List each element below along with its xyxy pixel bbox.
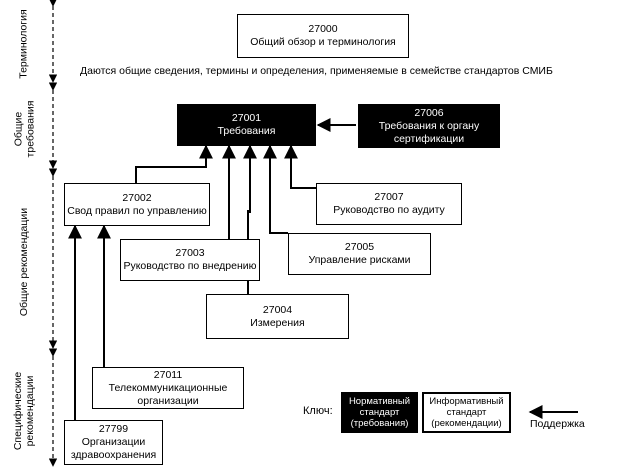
box-27004: 27004 Измерения [206, 294, 349, 339]
box-27002-number: 27002 [122, 191, 152, 204]
key-normative-line-1: Нормативный [348, 396, 411, 407]
box-27011: 27011 Телекоммуникационные организации [92, 367, 244, 409]
box-27005: 27005 Управление рисками [288, 233, 431, 275]
lane-specific-line-2: рекомендации [24, 375, 37, 447]
box-27006-number: 27006 [414, 106, 444, 119]
lane-label-requirements: Общие требования [4, 90, 44, 168]
box-27004-title: Измерения [250, 316, 305, 329]
box-27007-title: Руководство по аудиту [333, 204, 445, 216]
key-normative-line-2: стандарт [359, 407, 400, 418]
key-label: Ключ: [303, 405, 333, 417]
box-27001-title: Требования [217, 125, 276, 137]
arrow-27002-to-27001 [135, 144, 213, 183]
arrow-27005-to-27001 [263, 144, 288, 234]
arrow-27007-to-27001 [284, 144, 316, 189]
arrow-27011-to-27002 [92, 224, 111, 389]
lane-label-terminology: Терминология [4, 6, 44, 82]
lane-requirements-text: Общие требования [12, 101, 36, 158]
box-27002-title: Свод правил по управлению [67, 204, 207, 217]
box-27011-number: 27011 [153, 368, 183, 381]
key-informative-line-3: (рекомендации) [431, 418, 502, 429]
box-27799-title-line-2: здравоохранения [70, 449, 157, 461]
box-27799-number: 27799 [98, 423, 129, 435]
box-27003-title: Руководство по внедрению [123, 260, 257, 272]
box-27003-number: 27003 [175, 247, 205, 259]
lane-specific-text: Специфические рекомендации [12, 372, 36, 450]
box-27006-title-line-2: сертификации [393, 132, 465, 145]
lane-specific-line-1: Специфические [12, 371, 25, 451]
lane-label-specific: Специфические рекомендации [4, 356, 44, 466]
box-27011-title-line-2: организации [137, 394, 199, 407]
box-27006-title-line-1: Требования к органу [378, 119, 480, 132]
box-27011-title-line-1: Телекоммуникационные [108, 381, 228, 394]
lane-requirements-line-2: требования [24, 100, 36, 158]
box-27006: 27006 Требования к органу сертификации [358, 104, 500, 148]
key-informative-line-1: Информативный [429, 396, 504, 407]
box-27005-number: 27005 [344, 241, 375, 253]
box-27007-number: 27007 [374, 191, 404, 203]
box-27001: 27001 Требования [177, 104, 316, 146]
key-support-label: Поддержка [530, 418, 585, 430]
box-27002: 27002 Свод правил по управлению [64, 183, 210, 226]
box-27005-title: Управление рисками [308, 254, 411, 266]
box-27007: 27007 Руководство по аудиту [316, 183, 462, 225]
box-27799: 27799 Организации здравоохранения [64, 420, 163, 465]
lane-terminology-text: Терминология [18, 9, 30, 79]
lane-guidance-text: Общие рекомендации [18, 207, 30, 317]
box-27004-number: 27004 [262, 303, 293, 316]
key-informative-box: Информативный стандарт (рекомендации) [422, 392, 511, 433]
key-normative-line-3: (требования) [350, 418, 409, 429]
box-27799-title-line-1: Организации [81, 436, 146, 448]
box-27000-number: 27000 [308, 23, 338, 35]
box-27003: 27003 Руководство по внедрению [120, 239, 260, 281]
key-normative-box: Нормативный стандарт (требования) [341, 392, 418, 433]
box-27001-number: 27001 [231, 112, 262, 124]
box-27000-title: Общий обзор и терминология [250, 36, 396, 48]
lane-label-guidance: Общие рекомендации [4, 176, 44, 348]
terminology-note: Даются общие сведения, термины и определ… [80, 65, 553, 77]
box-27000: 27000 Общий обзор и терминология [237, 14, 409, 58]
key-informative-line-2: стандарт [446, 407, 487, 418]
lane-requirements-line-1: Общие [12, 111, 24, 147]
